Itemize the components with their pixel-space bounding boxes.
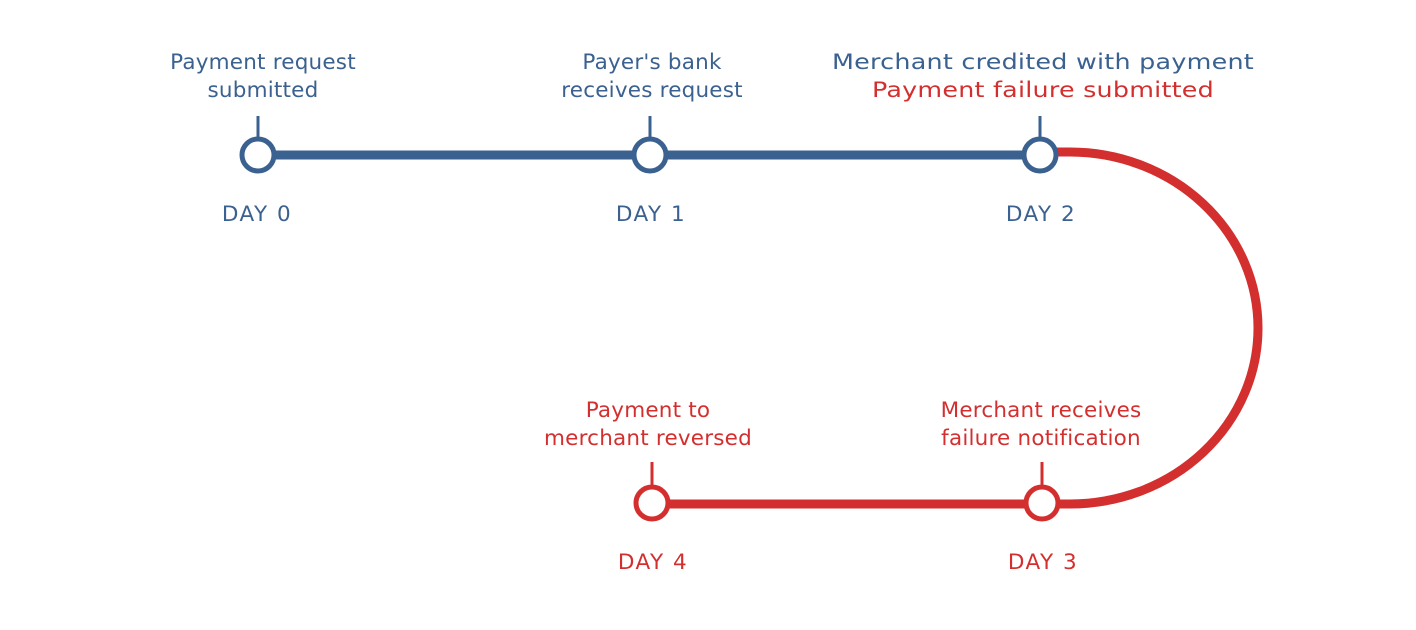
red-track-path: [652, 147, 1263, 509]
milestone-marker-day3: [1023, 484, 1061, 522]
day-label-day3: DAY 3: [1008, 550, 1078, 575]
event-title-day0-line2: submitted: [208, 78, 319, 103]
event-title-day4-line2: merchant reversed: [544, 426, 752, 451]
event-title-day1-line2: receives request: [561, 78, 743, 103]
event-title-day3-line1: Merchant receives: [941, 398, 1142, 423]
day-label-day2: DAY 2: [1006, 202, 1076, 227]
day-label-day1: DAY 1: [616, 202, 686, 227]
day-label-day4: DAY 4: [618, 550, 688, 575]
event-title-day2-line2: Payment failure submitted: [872, 78, 1214, 103]
milestone-marker-day2: [1021, 136, 1059, 174]
milestone-marker-day1: [631, 136, 669, 174]
event-title-day0-line1: Payment request: [170, 50, 356, 75]
event-title-day4-line1: Payment to: [586, 398, 711, 423]
day-label-day0: DAY 0: [222, 202, 292, 227]
event-title-day1-line1: Payer's bank: [582, 50, 722, 75]
milestone-marker-day4: [633, 484, 671, 522]
milestone-marker-day0: [239, 136, 277, 174]
event-title-day2-line1: Merchant credited with payment: [832, 50, 1254, 75]
event-title-day3-line2: failure notification: [941, 426, 1141, 451]
